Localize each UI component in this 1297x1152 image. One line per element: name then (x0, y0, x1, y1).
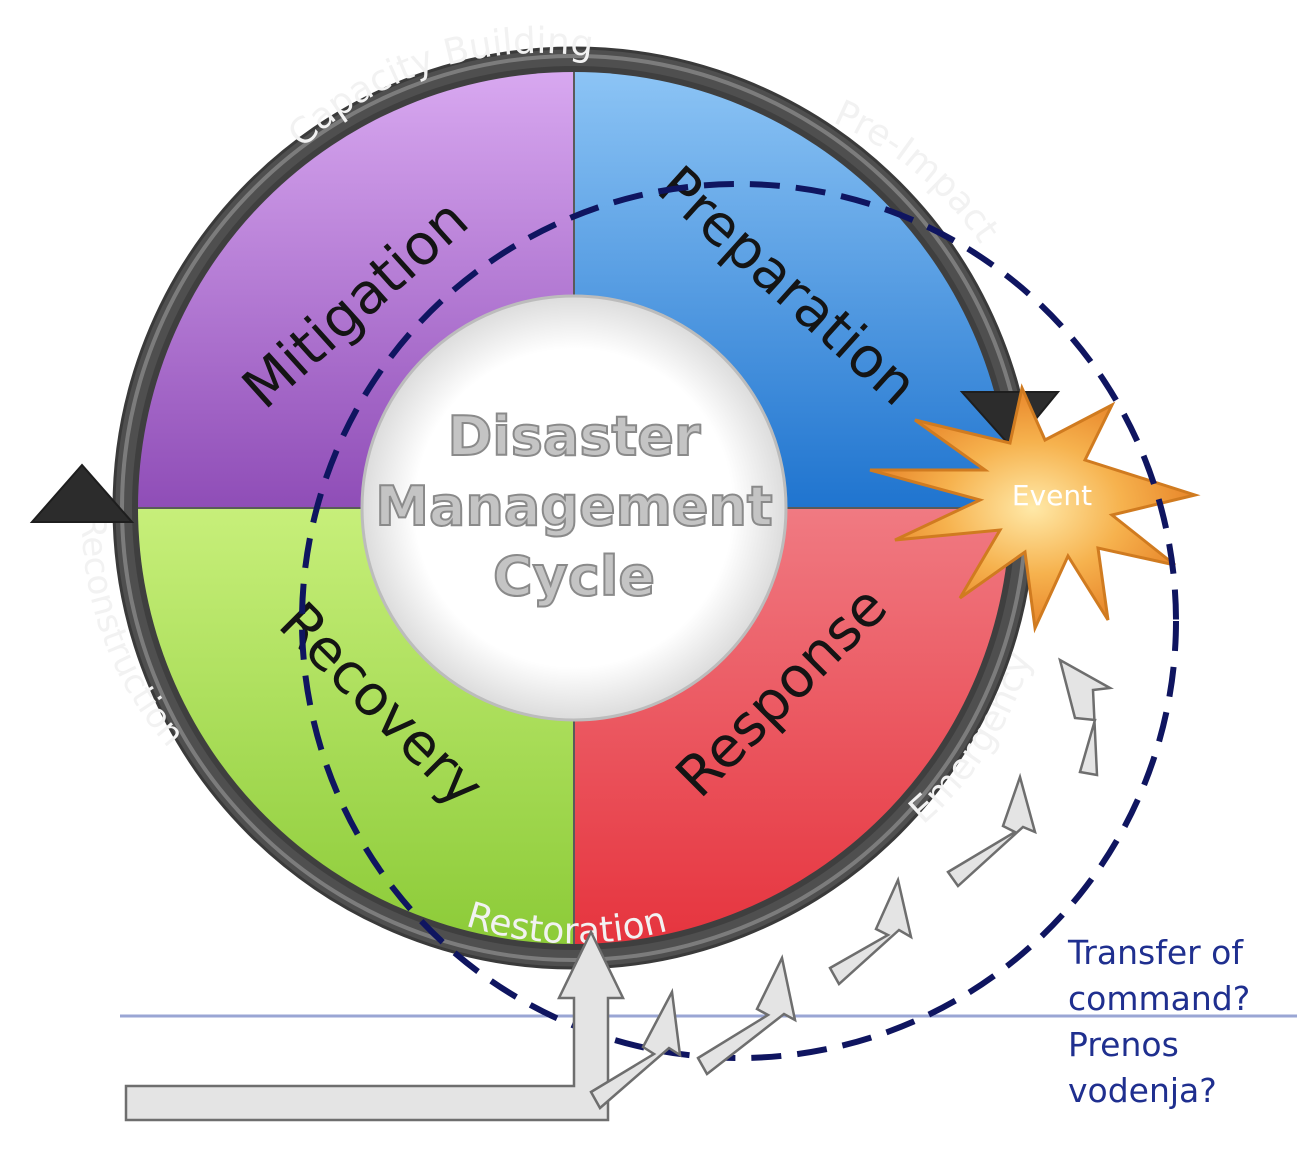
ring-arrowhead-left (29, 463, 135, 523)
dashed-scope-circle (299, 181, 1179, 1061)
note-line-2: command? (1068, 979, 1251, 1018)
arrow-step-1 (589, 987, 682, 1110)
arrow-step-4 (946, 772, 1037, 888)
arrow-step-2 (696, 954, 797, 1076)
center-circle (360, 294, 788, 722)
arrow-step-5 (1058, 657, 1114, 777)
event-starburst (869, 383, 1201, 634)
event-label: Event (1012, 479, 1092, 512)
note-line-1: Transfer of (1068, 933, 1243, 972)
arrow-main-bent (124, 929, 625, 1122)
note-line-3: Prenos (1068, 1025, 1179, 1064)
center-title-line3: Cycle (493, 545, 655, 608)
center-title-line1: Disaster (447, 405, 700, 468)
transfer-of-command-note: Transfer of command? Prenos vodenja? (1068, 930, 1297, 1114)
center-title-line2: Management (375, 475, 773, 538)
arrow-step-3 (828, 876, 913, 986)
note-line-4: vodenja? (1068, 1071, 1217, 1110)
